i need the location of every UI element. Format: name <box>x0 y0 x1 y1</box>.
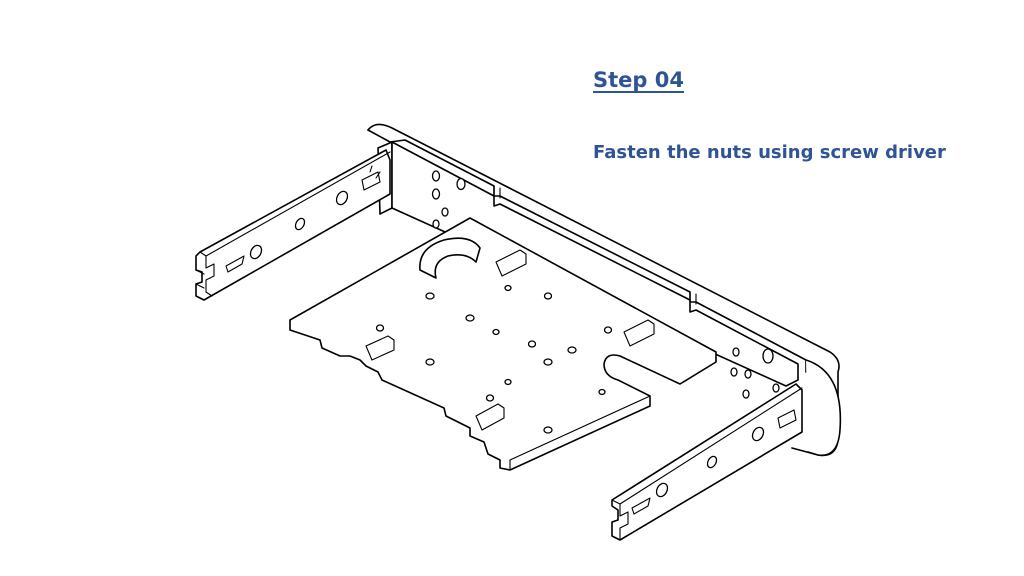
step-title: Step 04 <box>593 68 684 92</box>
step-instruction: Fasten the nuts using screw driver <box>593 142 946 163</box>
left-end-arm <box>195 149 391 301</box>
base-plate <box>289 217 717 471</box>
right-end-arm <box>611 383 803 541</box>
